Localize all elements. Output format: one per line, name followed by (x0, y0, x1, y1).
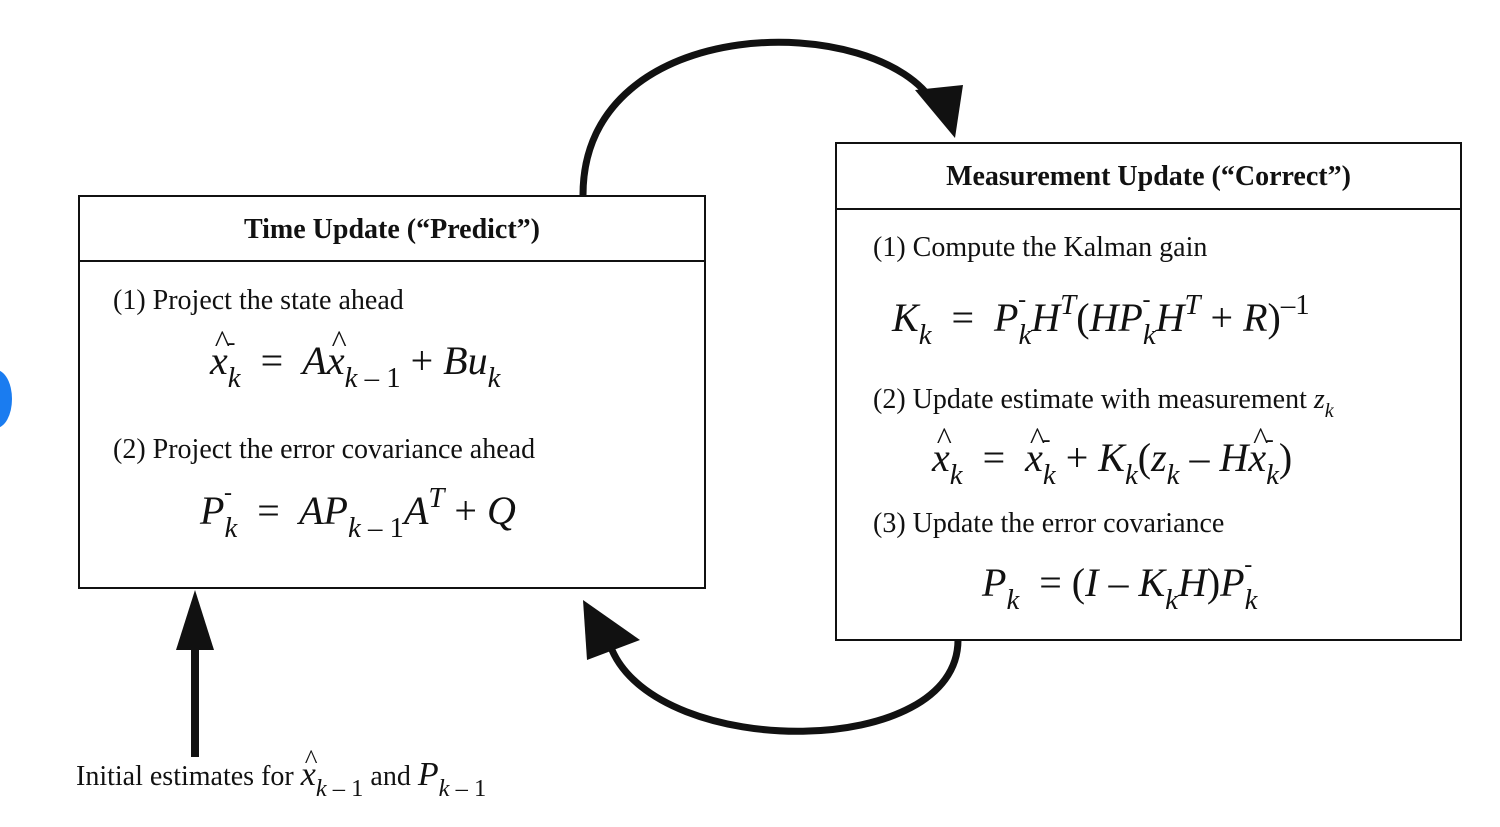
initial-estimates-and: and (370, 761, 411, 792)
time-update-box: Time Update (“Predict”) (1) Project the … (78, 195, 706, 589)
covariance-update-equation: Pk = (I – KkH)Pk- (982, 552, 1258, 616)
initial-estimates-caption: Initial estimates for xk – 1 and Pk – 1 (76, 744, 486, 802)
predict-to-correct-arrowhead (915, 85, 963, 138)
measurement-update-step2: (2) Update estimate with measurement zk (873, 384, 1334, 423)
predict-to-correct-arrow (579, 38, 939, 196)
measurement-update-step1: (1) Compute the Kalman gain (873, 232, 1208, 263)
initial-estimates-prefix: Initial estimates for (76, 761, 294, 792)
kalman-gain-equation: Kk = Pk-HT(HPk-HT + R)–1 (892, 287, 1310, 351)
correct-to-predict-arrow (608, 639, 962, 735)
measurement-update-step3: (3) Update the error covariance (873, 508, 1225, 539)
correct-to-predict-arrowhead (583, 600, 640, 660)
time-update-step2: (2) Project the error covariance ahead (113, 434, 536, 465)
measurement-update-step2-text: (2) Update estimate with measurement (873, 384, 1307, 415)
time-update-title: Time Update (“Predict”) (80, 197, 704, 262)
measurement-update-box: Measurement Update (“Correct”) (1) Compu… (835, 142, 1462, 641)
covariance-projection-equation: Pk- = APk – 1AT + Q (200, 480, 516, 544)
state-update-equation: xk = xk- + Kk(zk – Hxk-) (932, 420, 1292, 491)
state-projection-equation: xk- = Axk – 1 + Buk (210, 323, 500, 394)
initial-estimates-arrowhead (176, 590, 214, 650)
blue-marker (0, 370, 12, 428)
time-update-step1: (1) Project the state ahead (113, 285, 404, 316)
measurement-update-title: Measurement Update (“Correct”) (837, 144, 1460, 210)
